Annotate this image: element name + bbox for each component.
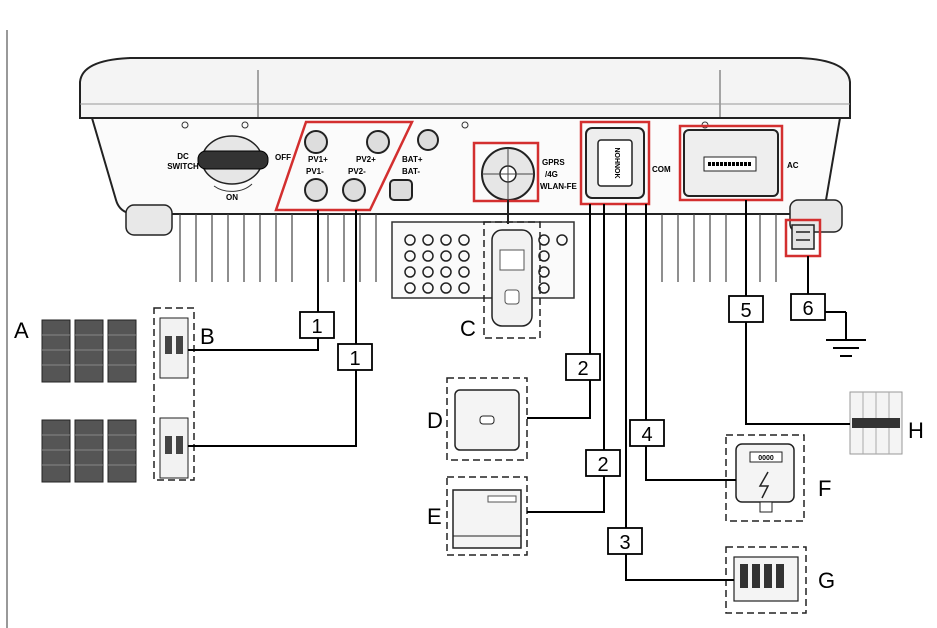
wire-com-to-d <box>527 204 591 419</box>
wire-com-to-g <box>625 204 734 581</box>
cable-number-3: 3 <box>619 532 630 554</box>
bat-plus-label: BAT+ <box>402 155 423 164</box>
gprs-label-line2: /4G <box>545 170 558 179</box>
cable-number-2a: 2 <box>577 358 588 380</box>
pv1-minus-connector[interactable] <box>304 178 328 202</box>
letter-e: E <box>427 504 442 529</box>
ac-breaker <box>849 391 903 455</box>
inverter: DC SWITCH OFF ON PV1+ PV1- PV2+ PV2- BAT… <box>79 57 851 299</box>
cable-box-5 <box>728 295 764 323</box>
device-e <box>446 476 528 556</box>
pv2-minus-label: PV2- <box>348 167 366 176</box>
dc-breaker-group <box>153 307 195 481</box>
body-screw <box>181 121 189 129</box>
dc-switch-on-label: ON <box>226 193 238 202</box>
pv1-plus-connector[interactable] <box>304 130 328 154</box>
inverter-foot-left <box>125 204 173 236</box>
letter-a: A <box>14 318 29 343</box>
wlan-dongle <box>483 200 541 339</box>
letter-f: F <box>818 476 831 501</box>
gprs-port-highlight <box>472 141 540 203</box>
letter-g: G <box>818 568 835 593</box>
wire-com-to-e <box>527 204 605 513</box>
cable-number-2b: 2 <box>597 454 608 476</box>
cable-number-4: 4 <box>641 424 652 446</box>
pv2-plus-label: PV2+ <box>356 155 376 164</box>
letter-h: H <box>908 418 924 443</box>
bat-minus-label: BAT- <box>402 167 420 176</box>
device-d <box>446 377 528 461</box>
ground-terminal-highlight <box>784 218 822 258</box>
meter-display: 0000 <box>758 455 774 462</box>
dc-switch-off-label: OFF <box>275 153 291 162</box>
cable-box-1a <box>299 311 335 339</box>
ac-label: AC <box>787 161 799 170</box>
gprs-port[interactable] <box>481 147 535 201</box>
dc-switch-label-line1: DC <box>177 152 189 161</box>
inverter-foot-right <box>789 199 843 233</box>
pv-string-upper <box>41 319 137 383</box>
body-screw <box>461 121 469 129</box>
letter-d: D <box>427 408 443 433</box>
com-label: COM <box>652 165 671 174</box>
cable-number-6: 6 <box>802 298 813 320</box>
com-port-highlight <box>579 120 651 206</box>
cable-number-5: 5 <box>740 300 751 322</box>
cable-box-2a <box>565 353 601 381</box>
cable-box-4 <box>629 419 665 447</box>
letter-c: C <box>460 316 476 341</box>
cable-box-6 <box>790 293 826 321</box>
wire-pv2 <box>188 210 357 447</box>
wire-com-to-f <box>645 204 736 481</box>
pv-terminal-highlight <box>274 120 414 212</box>
pv2-plus-connector[interactable] <box>366 130 390 154</box>
heat-sink <box>179 214 777 282</box>
wires <box>188 200 850 581</box>
dc-switch-label-line2: SWITCH <box>167 162 199 171</box>
bat-plus-connector[interactable] <box>417 129 439 151</box>
pv-string-lower <box>41 419 137 483</box>
gprs-label-line3: WLAN-FE <box>540 182 578 191</box>
device-g <box>725 546 807 614</box>
wire-pv1 <box>188 210 319 351</box>
pv2-minus-connector[interactable] <box>342 178 366 202</box>
wire-ac-to-h <box>745 200 850 425</box>
letter-b: B <box>200 324 215 349</box>
bat-minus-connector[interactable] <box>389 179 413 201</box>
com-plug-text: NOHNOK <box>613 147 620 178</box>
cable-box-3 <box>607 527 643 555</box>
pv-connectors <box>304 129 439 202</box>
body-screw <box>241 121 249 129</box>
com-port[interactable] <box>585 127 645 199</box>
pv1-minus-label: PV1- <box>306 167 324 176</box>
cable-box-2b <box>585 449 621 477</box>
cable-number-1b: 1 <box>349 348 360 370</box>
energy-meter <box>725 434 805 522</box>
ac-port-highlight <box>678 124 784 202</box>
dc-switch[interactable] <box>197 135 269 192</box>
ac-port[interactable] <box>683 129 779 197</box>
cable-box-1b <box>337 343 373 371</box>
pv1-plus-label: PV1+ <box>308 155 328 164</box>
gprs-label-line1: GPRS <box>542 158 565 167</box>
cable-number-boxes <box>299 293 826 555</box>
inverter-cover <box>79 57 851 119</box>
ground-terminal[interactable] <box>791 224 815 250</box>
cable-number-1a: 1 <box>311 316 322 338</box>
